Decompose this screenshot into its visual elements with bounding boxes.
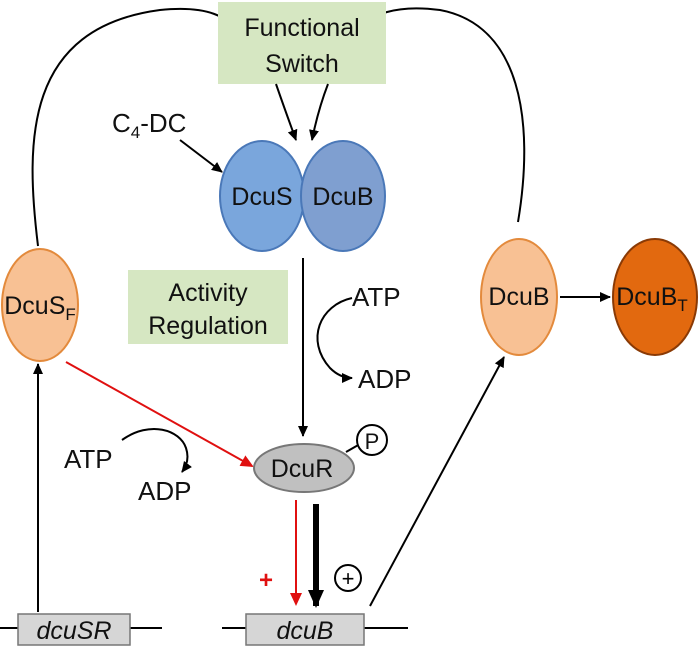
atp-left-label: ATP: [64, 444, 113, 474]
dcub-expression-arrow: [369, 356, 505, 607]
functional-switch-box: [218, 2, 386, 84]
atp-right-label: ATP: [352, 282, 401, 312]
feedback-arc-left: [31, 8, 239, 247]
functional-switch-label-1: Functional: [244, 14, 359, 42]
atp-adp-curve-right: [316, 297, 353, 383]
circled-plus-label: +: [342, 566, 355, 591]
dcus-label: DcuS: [231, 183, 292, 211]
dcubt-transporter-protein: [612, 238, 698, 356]
activity-regulation-label-1: Activity: [168, 279, 248, 307]
dcub-complex-label: DcuB: [312, 183, 373, 211]
dcusr-gene-box: [17, 613, 131, 646]
dcusf-label: DcuSF: [4, 292, 76, 324]
adp-left-label: ADP: [138, 476, 191, 506]
dcub-free-protein: [480, 238, 558, 356]
c4dc-arrow: [179, 139, 223, 173]
dcusr-gene-label: dcuSR: [36, 617, 111, 645]
dcub-gene-label: dcuB: [277, 617, 334, 645]
switch-arrow-left: [275, 83, 298, 141]
dcur-label: DcuR: [271, 455, 334, 483]
phosphate-icon: [356, 424, 388, 456]
dcub-gene-box: [245, 613, 365, 646]
functional-switch-label-2: Switch: [265, 50, 339, 78]
adp-right-label: ADP: [358, 364, 411, 394]
phosphate-label: P: [365, 429, 380, 454]
dcusf-dcur-red-arrow: [65, 361, 254, 467]
red-plus-mark: +: [259, 567, 273, 594]
dcubt-label: DcuBT: [616, 283, 688, 315]
circled-plus-icon: [334, 564, 362, 592]
atp-adp-curve-left: [121, 427, 192, 473]
dcusf-protein: [1, 248, 79, 362]
activity-regulation-label-2: Regulation: [148, 312, 268, 340]
dcub-free-label: DcuB: [488, 283, 549, 311]
c4dc-label: C4-DC: [112, 108, 186, 142]
switch-arrow-right: [309, 83, 329, 141]
dcur-response-regulator: [253, 443, 355, 493]
dcub-membrane-protein: [300, 140, 386, 252]
activity-regulation-box: [128, 270, 288, 344]
